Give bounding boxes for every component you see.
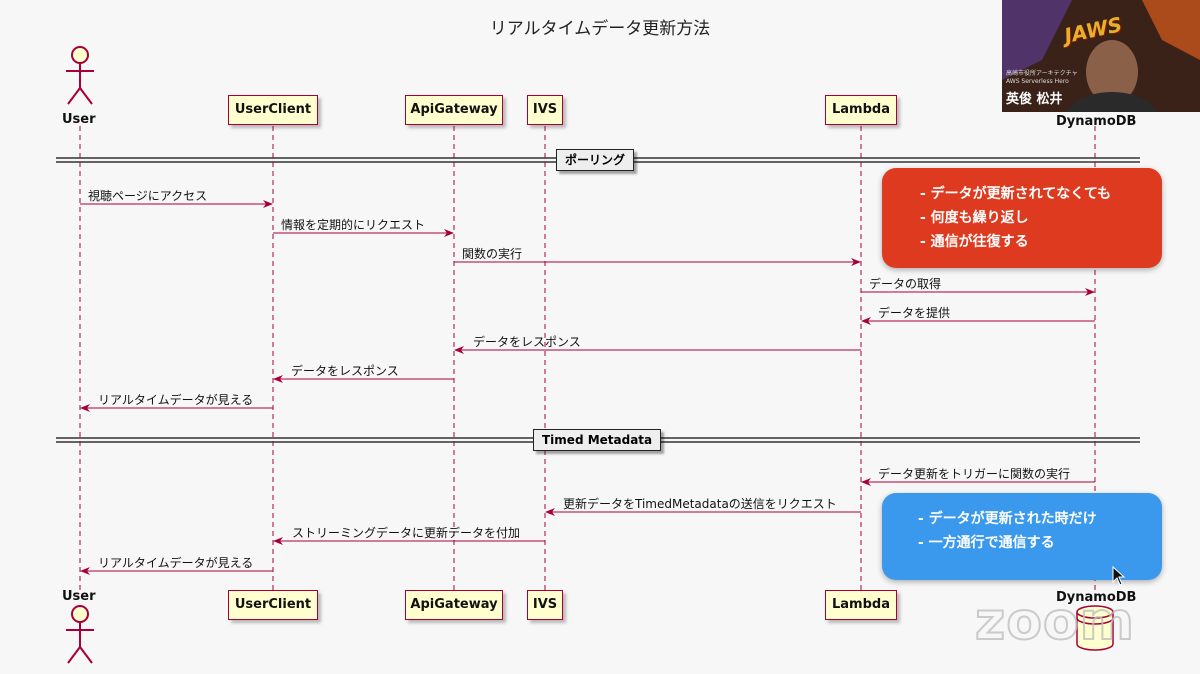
- message-label-m3: 関数の実行: [462, 247, 523, 261]
- database-icon: [1076, 605, 1114, 651]
- participant-ivs-top: IVS: [527, 95, 563, 125]
- participant-userclient-top: UserClient: [228, 95, 318, 125]
- note-red-line-3: - 通信が往復する: [920, 234, 1029, 250]
- webcam-subtitle: 高崎市役所アーキテクチャ AWS Serverless Hero: [1006, 70, 1078, 86]
- section-timed-metadata-label: Timed Metadata: [533, 429, 662, 451]
- diagram-title: リアルタイムデータ更新方法: [489, 19, 711, 39]
- participant-lambda-bottom: Lambda: [825, 590, 897, 620]
- user-actor-icon-bottom: [66, 605, 94, 664]
- message-label-m7: データをレスポンス: [291, 364, 399, 378]
- message-label-m5: データを提供: [878, 306, 951, 320]
- note-timed-metadata-benefits: - データが更新された時だけ - 一方通行で通信する: [882, 493, 1162, 580]
- webcam-video-tile[interactable]: JAWS 高崎市役所アーキテクチャ AWS Serverless Hero 英俊…: [1002, 0, 1200, 112]
- participant-dynamodb-top: DynamoDB: [1056, 114, 1137, 129]
- participant-ivs-bottom: IVS: [527, 590, 563, 620]
- note-blue-line-1: - データが更新された時だけ: [918, 511, 1097, 527]
- message-label-m8: リアルタイムデータが見える: [98, 393, 254, 407]
- participant-user-top: User: [62, 112, 96, 127]
- message-label-m10: 更新データをTimedMetadataの送信をリクエスト: [563, 497, 837, 511]
- note-polling-drawbacks: - データが更新されてなくても - 何度も繰り返し - 通信が往復する: [882, 168, 1162, 268]
- participant-userclient-bottom: UserClient: [228, 590, 318, 620]
- message-label-m9: データ更新をトリガーに関数の実行: [878, 467, 1071, 481]
- mouse-cursor-icon: [1112, 566, 1126, 586]
- participant-dynamodb-bottom: DynamoDB: [1056, 590, 1137, 605]
- webcam-subtitle-line-1: 高崎市役所アーキテクチャ: [1006, 70, 1078, 77]
- message-label-m2: 情報を定期的にリクエスト: [281, 218, 426, 232]
- participant-lambda-top: Lambda: [825, 95, 897, 125]
- note-blue-line-2: - 一方通行で通信する: [918, 535, 1055, 551]
- message-label-m12: リアルタイムデータが見える: [98, 556, 254, 570]
- user-actor-icon-top: [66, 46, 94, 105]
- note-red-line-1: - データが更新されてなくても: [920, 186, 1112, 202]
- zoom-watermark: zoom: [974, 591, 1135, 653]
- message-label-m11: ストリーミングデータに更新データを付加: [292, 526, 521, 540]
- webcam-subtitle-line-2: AWS Serverless Hero: [1006, 78, 1069, 85]
- section-polling-label: ポーリング: [556, 149, 635, 171]
- participant-apigateway-bottom: ApiGateway: [405, 590, 503, 620]
- message-label-m1: 視聴ページにアクセス: [88, 189, 208, 203]
- message-label-m4: データの取得: [869, 277, 942, 291]
- webcam-background-art: [1002, 0, 1200, 112]
- message-label-m6: データをレスポンス: [473, 335, 581, 349]
- participant-user-bottom: User: [62, 589, 96, 604]
- participant-apigateway-top: ApiGateway: [405, 95, 503, 125]
- note-red-line-2: - 何度も繰り返し: [920, 210, 1029, 226]
- webcam-speaker-name: 英俊 松井: [1006, 92, 1063, 107]
